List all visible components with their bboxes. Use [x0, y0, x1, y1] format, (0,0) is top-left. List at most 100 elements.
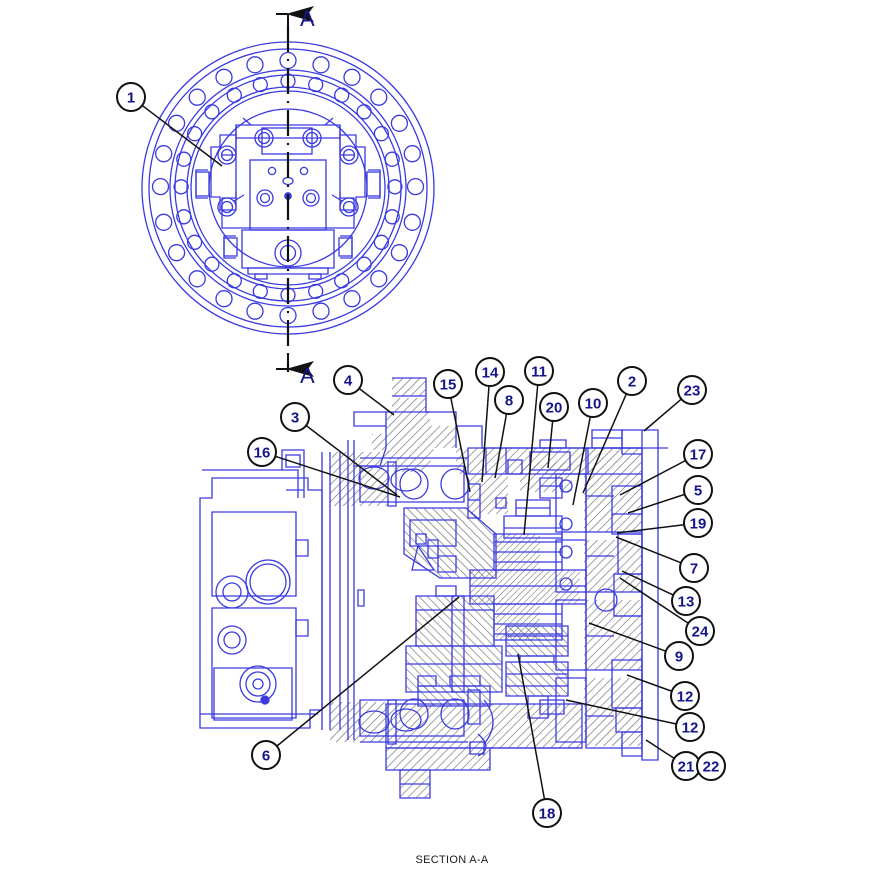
callout-bubble[interactable]	[524, 356, 554, 386]
leader-line	[621, 570, 674, 596]
callout-bubble[interactable]	[532, 798, 562, 828]
callout-bubble[interactable]	[677, 375, 707, 405]
callout-21[interactable]: 21	[645, 739, 701, 781]
callout-number: 8	[505, 393, 513, 410]
callout-number: 17	[690, 447, 707, 464]
callout-number: 19	[690, 516, 707, 533]
callout-number: 3	[291, 410, 299, 427]
leader-line	[627, 493, 685, 514]
callout-7[interactable]: 7	[615, 536, 709, 583]
callout-bubble[interactable]	[475, 357, 505, 387]
leader-line	[305, 424, 398, 496]
leader-line	[358, 387, 395, 416]
callout-number: 23	[684, 383, 701, 400]
leader-line	[645, 739, 675, 759]
callout-bubble[interactable]	[494, 385, 524, 415]
leader-line	[523, 384, 539, 536]
callout-number: 4	[344, 373, 353, 390]
callout-19[interactable]: 19	[616, 508, 713, 538]
callout-bubble[interactable]	[617, 366, 647, 396]
callout-number: 1	[127, 90, 135, 107]
callout-number: 22	[703, 759, 720, 776]
leader-line	[494, 413, 508, 479]
inner-bolt-circle	[173, 73, 403, 303]
callout-number: 5	[694, 483, 702, 500]
callout-16[interactable]: 16	[247, 437, 401, 498]
section-line	[276, 6, 314, 377]
callout-number: 11	[531, 364, 547, 381]
leader-line	[619, 459, 686, 496]
callout-5[interactable]: 5	[627, 475, 713, 514]
callout-8[interactable]: 8	[494, 385, 524, 479]
callout-bubble[interactable]	[539, 392, 569, 422]
callout-number: 10	[585, 396, 602, 413]
callout-bubble[interactable]	[664, 641, 694, 671]
callout-bubble[interactable]	[247, 437, 277, 467]
leader-line	[141, 104, 223, 167]
callout-number: 2	[628, 374, 636, 391]
leader-line	[572, 416, 592, 506]
callout-bubble[interactable]	[433, 369, 463, 399]
callout-bubble[interactable]	[116, 82, 146, 112]
callout-number: 13	[678, 594, 695, 611]
callout-11[interactable]: 11	[523, 356, 554, 536]
callout-14[interactable]: 14	[475, 357, 505, 483]
callout-number: 12	[677, 689, 694, 706]
callout-22[interactable]: 22	[696, 751, 726, 781]
leader-line	[626, 674, 673, 692]
callout-1[interactable]: 1	[116, 82, 223, 167]
callout-number: 20	[546, 400, 563, 417]
callout-12[interactable]: 12	[565, 699, 705, 742]
callout-6[interactable]: 6	[251, 596, 460, 770]
callout-bubble[interactable]	[696, 751, 726, 781]
callout-2[interactable]: 2	[582, 366, 647, 494]
leader-line	[565, 699, 677, 725]
section-marker-bottom: A	[300, 363, 315, 388]
outer-bolt-circle	[151, 51, 425, 325]
callout-bubble[interactable]	[685, 616, 715, 646]
callout-24[interactable]: 24	[619, 577, 715, 646]
callout-4[interactable]: 4	[333, 365, 395, 416]
callout-number: 12	[682, 720, 699, 737]
callout-number: 9	[675, 649, 683, 666]
callout-12[interactable]: 12	[626, 674, 700, 711]
callout-20[interactable]: 20	[539, 392, 569, 469]
leader-line	[517, 653, 546, 800]
callout-bubble[interactable]	[251, 740, 281, 770]
leader-line	[450, 397, 471, 493]
callout-bubble[interactable]	[675, 712, 705, 742]
callout-bubble[interactable]	[683, 508, 713, 538]
callout-18[interactable]: 18	[517, 653, 562, 828]
callout-number: 15	[440, 377, 457, 394]
callout-15[interactable]: 15	[433, 369, 471, 493]
leader-line	[616, 523, 685, 534]
leader-line	[588, 622, 667, 652]
section-marker-top: A	[300, 6, 315, 31]
callout-bubble[interactable]	[280, 402, 310, 432]
callout-bubble[interactable]	[578, 388, 608, 418]
hub-assembly	[195, 117, 381, 280]
leader-line	[582, 393, 628, 494]
callout-9[interactable]: 9	[588, 622, 694, 671]
callout-bubble[interactable]	[670, 681, 700, 711]
leader-line	[615, 536, 682, 564]
callout-10[interactable]: 10	[572, 388, 608, 506]
callout-bubble[interactable]	[679, 553, 709, 583]
callout-number: 16	[254, 445, 271, 462]
callout-3[interactable]: 3	[280, 402, 398, 496]
callout-bubble[interactable]	[683, 439, 713, 469]
callout-number: 18	[539, 806, 556, 823]
leader-line	[275, 455, 401, 498]
callout-number: 6	[262, 748, 270, 765]
callout-bubble[interactable]	[671, 586, 701, 616]
leader-line	[276, 596, 460, 747]
callout-17[interactable]: 17	[619, 439, 713, 496]
callout-13[interactable]: 13	[621, 570, 701, 616]
section-hatched-bodies	[330, 378, 642, 798]
leader-line	[481, 385, 490, 483]
callout-bubble[interactable]	[683, 475, 713, 505]
callout-bubble[interactable]	[333, 365, 363, 395]
callout-23[interactable]: 23	[643, 375, 707, 432]
